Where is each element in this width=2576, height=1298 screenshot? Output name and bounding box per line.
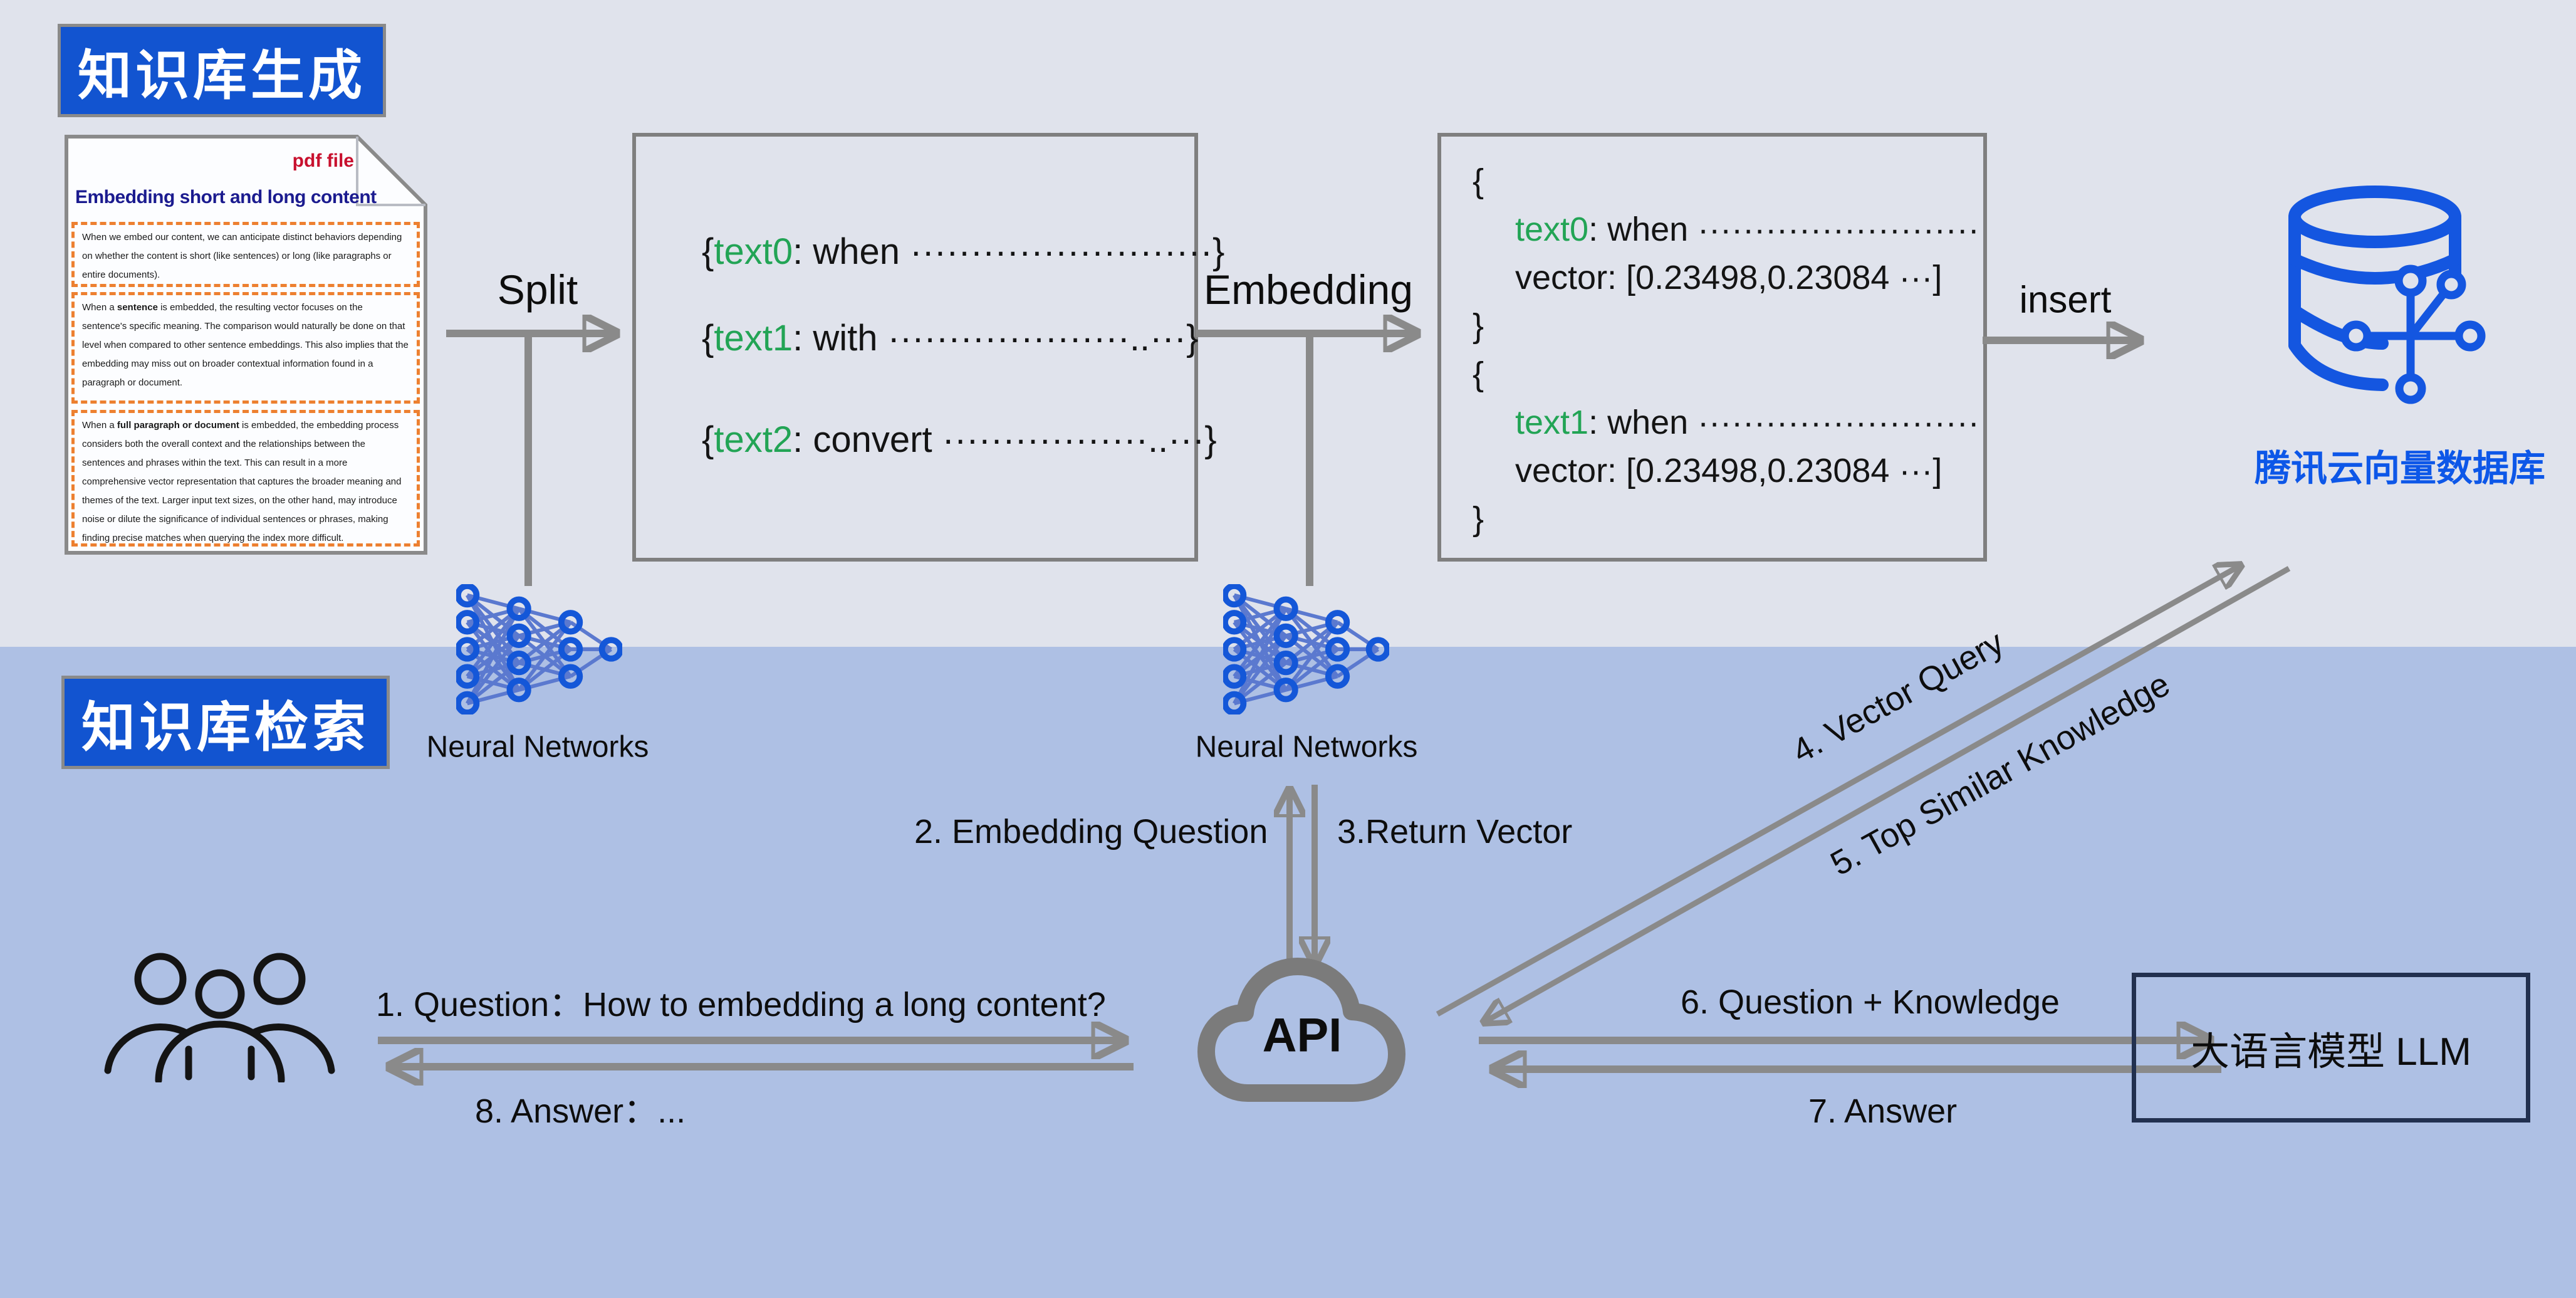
pdf-paragraph-1: When we embed our content, we can antici… xyxy=(71,222,420,287)
pdf-paragraph-3-bold: full paragraph or document xyxy=(117,420,239,431)
chunk-key-2: text2 xyxy=(714,419,793,460)
chunk-line-2: {text2: convert ·················..···} xyxy=(702,419,1217,461)
pdf-paragraph-2-pre: When a xyxy=(82,302,117,313)
vector-rest-0: : when ························· xyxy=(1588,211,1979,248)
flow-3-label: 3.Return Vector xyxy=(1337,813,1573,851)
vector-db-label: 腾讯云向量数据库 xyxy=(2254,448,2546,489)
flow-8-answer-label: 8. Answer：... xyxy=(475,1092,686,1130)
chunk-box: {text0: when ·························} … xyxy=(632,133,1224,562)
vector-database-icon xyxy=(2288,186,2486,404)
chunk-rest-1: : with ····················..··· xyxy=(793,318,1187,359)
section-title-generate: 知识库生成 xyxy=(58,24,386,117)
split-label: Split xyxy=(497,266,578,313)
section-title-retrieve: 知识库检索 xyxy=(61,676,390,769)
chunk-rest-2: : convert ·················..··· xyxy=(793,419,1205,460)
chunk-key-0: text0 xyxy=(714,231,793,272)
pdf-document-outline xyxy=(65,135,427,555)
pdf-paragraph-3-post: is embedded, the embedding process consi… xyxy=(82,420,402,543)
flow-2-label: 2. Embedding Question xyxy=(914,813,1268,851)
vector-brace: } xyxy=(1473,307,1484,345)
brace-close: } xyxy=(1212,231,1225,272)
chunk-line-0: {text0: when ·························} xyxy=(702,231,1224,273)
brace-close: } xyxy=(1186,318,1199,359)
background-upper xyxy=(0,0,2576,647)
section-title-generate-text: 知识库生成 xyxy=(78,46,366,106)
brace-open: { xyxy=(702,318,714,359)
users-icon xyxy=(104,953,335,1082)
insert-label: insert xyxy=(2019,278,2112,321)
pdf-paragraph-3-pre: When a xyxy=(82,420,117,431)
vector-brace: { xyxy=(1473,162,1484,200)
neural-network-label-2: Neural Networks xyxy=(1195,730,1418,764)
chunk-key-1: text1 xyxy=(714,318,793,359)
pdf-paragraph-2-bold: sentence xyxy=(117,302,158,313)
brace-open: { xyxy=(702,419,714,460)
pdf-paragraph-2: When a sentence is embedded, the resulti… xyxy=(71,292,420,404)
brace-open: { xyxy=(702,231,714,272)
pdf-paragraph-1-text: When we embed our content, we can antici… xyxy=(82,232,402,280)
pdf-document: pdf file Embedding short and long conten… xyxy=(64,134,428,555)
pdf-paragraph-3: When a full paragraph or document is emb… xyxy=(71,410,420,547)
embedding-label: Embedding xyxy=(1204,266,1413,313)
vector-rest-1: : when ························· xyxy=(1588,404,1979,441)
vector-box: { text0: when ························· … xyxy=(1437,133,1987,562)
vector-value-0: vector: [0.23498,0.23084 ···] xyxy=(1515,259,1942,296)
neural-network-icon-1 xyxy=(456,584,622,714)
section-title-retrieve-text: 知识库检索 xyxy=(81,698,370,758)
api-cloud-icon xyxy=(1197,958,1405,1102)
pdf-file-badge: pdf file xyxy=(292,150,354,171)
neural-network-label-1: Neural Networks xyxy=(426,730,649,764)
chunk-rest-0: : when ························· xyxy=(793,231,1212,272)
chunk-line-1: {text1: with ····················..···} xyxy=(702,317,1198,359)
flow-1-question-label: 1. Question：How to embedding a long cont… xyxy=(376,986,1106,1023)
vector-brace: { xyxy=(1473,355,1484,393)
flow-7-label: 7. Answer xyxy=(1808,1092,1958,1130)
vector-brace: } xyxy=(1473,500,1484,538)
vector-key-0: text0 xyxy=(1515,211,1589,248)
flow-6-label: 6. Question + Knowledge xyxy=(1681,983,2060,1021)
pdf-doc-title: Embedding short and long content xyxy=(75,187,377,207)
vector-key-line-0: text0: when ························· xyxy=(1515,210,1979,249)
neural-network-icon-2 xyxy=(1223,584,1389,714)
pdf-paragraph-2-post: is embedded, the resulting vector focuse… xyxy=(82,302,409,388)
llm-label: 大语言模型 LLM xyxy=(2191,1030,2471,1074)
vector-value-1: vector: [0.23498,0.23084 ···] xyxy=(1515,452,1942,489)
vector-key-line-1: text1: when ························· xyxy=(1515,403,1979,442)
llm-box: 大语言模型 LLM xyxy=(2132,973,2530,1123)
vector-key-1: text1 xyxy=(1515,404,1589,441)
brace-close: } xyxy=(1204,419,1217,460)
api-label: API xyxy=(1262,1008,1342,1062)
